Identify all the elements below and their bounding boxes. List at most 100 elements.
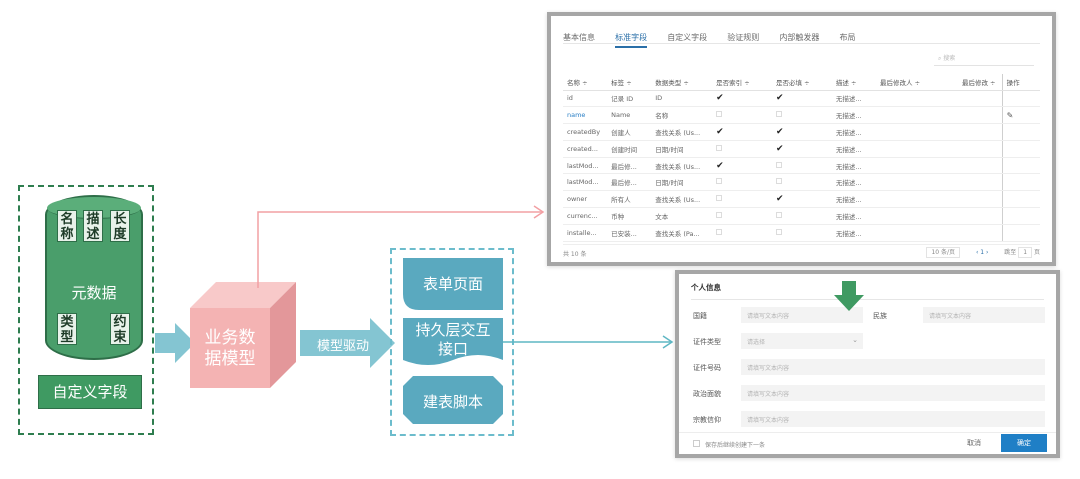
cell-required: ✔ xyxy=(772,140,832,158)
label-political-status: 政治面貌 xyxy=(693,390,721,398)
checkbox-empty-icon xyxy=(716,228,723,235)
cell-desc: 无描述... xyxy=(831,157,877,175)
cell-desc: 无描述... xyxy=(831,106,877,125)
label-religion: 宗教信仰 xyxy=(693,416,721,424)
table-row[interactable]: created...创建时间日期/时间✔无描述... xyxy=(563,140,1040,158)
col-index[interactable]: 是否索引 ÷ xyxy=(712,74,773,91)
tab-triggers[interactable]: 内部触发器 xyxy=(779,33,820,42)
tab-standard-fields[interactable]: 标准字段 xyxy=(615,32,648,48)
output-shape-form xyxy=(403,258,503,310)
cell-desc: 无描述... xyxy=(831,140,877,158)
cell-index xyxy=(712,190,773,209)
cell-actions xyxy=(1002,207,1040,225)
cell-label: 最后修... xyxy=(607,173,652,192)
cell-label: 记录 ID xyxy=(607,90,652,108)
cell-label: 所有人 xyxy=(607,190,652,209)
pagination[interactable]: ‹ 1 › xyxy=(975,249,989,256)
output-table-script: 建表脚本 xyxy=(422,393,483,411)
col-name[interactable]: 名称 ÷ xyxy=(563,74,608,91)
tag-name: 名称 xyxy=(57,210,77,242)
custom-field-box: 自定义字段 xyxy=(38,375,142,409)
cell-last-modified xyxy=(957,106,1003,125)
col-label[interactable]: 标签 ÷ xyxy=(607,74,652,91)
table-row[interactable]: currenc...币种文本无描述... xyxy=(563,207,1040,225)
col-desc[interactable]: 描述 ÷ xyxy=(831,74,877,91)
cell-required xyxy=(772,207,832,225)
check-icon: ✔ xyxy=(716,93,724,104)
col-type[interactable]: 数据类型 ÷ xyxy=(651,74,713,91)
cell-actions xyxy=(1002,140,1040,158)
cell-name: createdBy xyxy=(563,123,608,141)
col-last-modifier[interactable]: 最后修改人 ÷ xyxy=(876,74,958,91)
cell-last-modifier xyxy=(876,106,958,125)
cell-last-modified xyxy=(957,123,1003,141)
cell-index xyxy=(712,224,773,242)
input-political-status[interactable]: 请填写文本内容 xyxy=(741,385,1045,401)
checkbox-empty-icon xyxy=(716,111,723,118)
cell-label: 创建时间 xyxy=(607,140,652,158)
input-id-number[interactable]: 请填写文本内容 xyxy=(741,359,1045,375)
tab-basic[interactable]: 基本信息 xyxy=(563,33,595,42)
input-ethnicity[interactable]: 请填写文本内容 xyxy=(923,307,1045,323)
cell-desc: 无描述... xyxy=(831,207,877,225)
input-id-number-placeholder: 请填写文本内容 xyxy=(747,365,790,372)
cell-index: ✔ xyxy=(712,157,773,175)
page-size-select[interactable]: 10 条/页 xyxy=(926,247,961,258)
cell-last-modified xyxy=(957,224,1003,242)
cell-required: ✔ xyxy=(772,123,832,141)
cell-actions xyxy=(1002,190,1040,209)
tab-custom-fields[interactable]: 自定义字段 xyxy=(667,33,708,42)
tab-validation[interactable]: 验证规则 xyxy=(727,33,760,42)
col-last-modified[interactable]: 最后修改 ÷ xyxy=(957,74,1003,91)
col-required[interactable]: 是否必填 ÷ xyxy=(772,74,832,91)
search-input[interactable]: ⌕ 搜索 xyxy=(934,53,1034,66)
input-nationality-placeholder: 请填写文本内容 xyxy=(747,313,790,320)
table-row[interactable]: lastMod...最后修...日期/时间无描述... xyxy=(563,173,1040,192)
continue-checkbox[interactable] xyxy=(693,440,700,447)
input-nationality[interactable]: 请填写文本内容 xyxy=(741,307,863,323)
checkbox-empty-icon xyxy=(776,211,783,218)
goto-suffix: 页 xyxy=(1033,249,1040,256)
cell-actions xyxy=(1002,157,1040,175)
input-religion[interactable]: 请填写文本内容 xyxy=(741,411,1045,427)
cancel-button[interactable]: 取消 xyxy=(967,439,981,447)
cell-actions xyxy=(1002,173,1040,192)
cell-last-modified xyxy=(957,207,1003,225)
cell-desc: 无描述... xyxy=(831,224,877,242)
cell-name: lastMod... xyxy=(563,173,608,192)
confirm-button[interactable]: 确定 xyxy=(1001,434,1047,452)
label-ethnicity: 民族 xyxy=(873,312,887,320)
label-id-type: 证件类型 xyxy=(693,338,721,346)
cell-last-modifier xyxy=(876,173,958,192)
cell-required xyxy=(772,224,832,242)
output-shape-script xyxy=(403,376,503,424)
cell-label: 币种 xyxy=(607,207,652,225)
arrow-model-driven xyxy=(300,318,395,368)
arrow-metadata-to-model xyxy=(155,323,195,363)
cell-last-modifier xyxy=(876,123,958,141)
goto-input[interactable]: 1 xyxy=(1018,247,1033,258)
cell-last-modifier xyxy=(876,157,958,175)
tab-layout[interactable]: 布局 xyxy=(839,33,856,42)
checkbox-empty-icon xyxy=(776,111,783,118)
table-header-row: 名称 ÷ 标签 ÷ 数据类型 ÷ 是否索引 ÷ 是否必填 ÷ 描述 ÷ 最后修改… xyxy=(563,74,1040,91)
cell-required: ✔ xyxy=(772,90,832,108)
tag-constraint: 约束 xyxy=(110,313,130,345)
cell-last-modifier xyxy=(876,190,958,209)
select-id-type[interactable]: 请选择 ⌄ xyxy=(741,333,863,349)
cell-label: 创建人 xyxy=(607,123,652,141)
cell-actions: ✎ xyxy=(1002,106,1040,125)
edit-icon[interactable]: ✎ xyxy=(1006,110,1014,120)
cell-last-modified xyxy=(957,173,1003,192)
tag-name-text: 名称 xyxy=(60,212,74,242)
table-row[interactable]: installe...已安装...查找关系 (Pa...无描述... xyxy=(563,224,1040,242)
cell-last-modifier xyxy=(876,224,958,242)
cell-last-modified xyxy=(957,190,1003,209)
arrow-down-marker xyxy=(834,281,864,311)
cell-type: 查找关系 (Us... xyxy=(651,190,713,209)
table-row[interactable]: lastMod...最后修...查找关系 (Us...✔无描述... xyxy=(563,157,1040,175)
